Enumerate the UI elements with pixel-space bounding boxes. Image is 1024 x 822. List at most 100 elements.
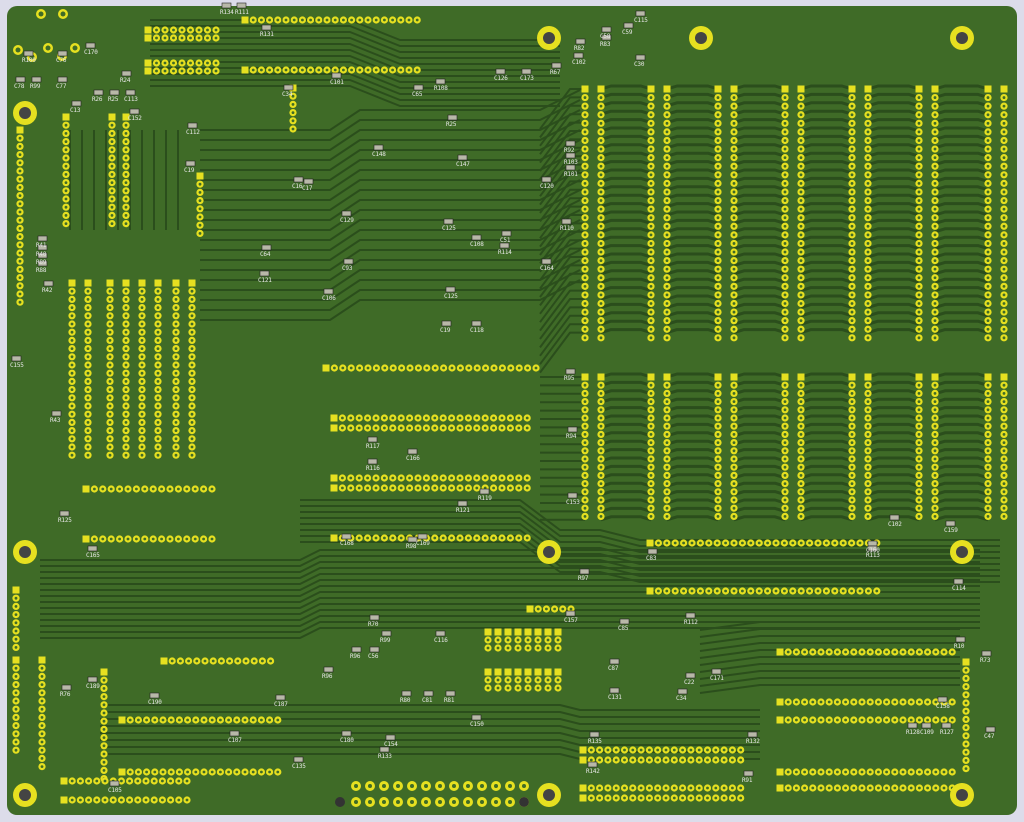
pad-drill [933,259,937,262]
pad-drill [866,433,870,436]
pad-drill [866,284,870,288]
pad-drill [986,216,990,220]
pad-drill [40,707,44,711]
pad-drill [124,298,128,301]
pad-drill [783,199,787,202]
pad-square [524,668,532,676]
trace [40,609,980,621]
pad-drill [1002,465,1006,469]
component-reference-label: R80 [400,697,411,704]
pad-drill [366,68,370,72]
trace [800,160,853,167]
pad-drill [714,758,718,762]
pad-drill [893,786,897,790]
pad-drill [190,453,194,457]
pad-drill [583,310,587,314]
pad-drill [741,589,744,593]
smd-component [907,722,918,729]
pad-drill [135,487,138,491]
component-pads [12,9,1008,807]
pad-drill [79,798,82,802]
pad-drill [649,441,653,444]
pad-drill [731,748,734,752]
pad-drill [917,490,921,494]
pad-drill [243,718,247,722]
component-reference-label: R125 [58,517,72,524]
pad-square [1000,373,1008,381]
pad-drill [716,327,720,331]
pad-drill [665,441,669,444]
pad-drill [317,18,321,22]
pad-drill [40,716,44,719]
pad-drill [14,666,18,670]
pad-drill [933,284,937,288]
pad-drill [799,190,803,194]
smd-component [565,140,576,147]
pad-drill [672,796,676,800]
trace [600,294,652,301]
trace [934,456,989,463]
pad-drill [536,607,540,611]
pad-drill [190,347,194,350]
pad-drill [1002,181,1006,185]
pad-drill [156,453,160,457]
pad-drill [124,404,128,408]
pad-drill [639,758,643,762]
pad-drill [128,798,132,802]
pad-drill [665,392,669,395]
component-reference-label: C180 [340,737,354,744]
pad-drill [917,383,921,387]
pad-drill [366,486,369,490]
trace [934,328,989,335]
pad-drill [783,319,787,323]
pad-drill [86,421,90,424]
trace [800,218,853,225]
trace [867,431,920,438]
component-reference-label: C160 [866,547,880,554]
pad-drill [144,779,148,783]
trace [699,677,960,687]
pad-drill [341,476,344,480]
pad-drill [811,718,815,722]
pad-drill [926,700,929,704]
pad-drill [206,69,209,73]
trace [666,498,719,505]
pad-drill [494,800,498,804]
pad-drill [108,371,112,375]
pad-drill [631,786,635,790]
trace [800,151,853,158]
pad-drill [227,770,231,774]
pad-drill [292,18,296,22]
pad-drill [170,659,174,663]
trace [867,227,920,234]
pad-drill [70,355,74,359]
pad-square [484,628,492,636]
pad-drill [850,224,854,228]
pad-drill [1002,113,1006,117]
pad-drill [70,363,74,367]
pad-drill [276,770,280,774]
pad-drill [917,121,921,125]
pad-drill [606,758,610,762]
pad-drill [156,380,160,383]
pad-drill [64,140,68,144]
pad-drill [599,433,603,436]
trace [666,143,719,150]
trace [100,746,760,753]
pad-drill [665,147,669,151]
pad-square [330,424,338,432]
pad-drill [416,416,420,420]
component-reference-label: R67 [550,69,561,76]
pad-drill [866,474,870,477]
pad-drill [467,366,471,370]
pad-drill [697,786,701,790]
pad-drill [811,770,815,774]
pad-drill [140,429,144,432]
pad-drill [917,433,921,436]
pad-drill [716,267,720,271]
pad-drill [140,388,144,391]
pad-drill [868,786,872,790]
pad-drill [1002,207,1006,211]
pad-drill [496,638,500,642]
trace [867,244,920,251]
